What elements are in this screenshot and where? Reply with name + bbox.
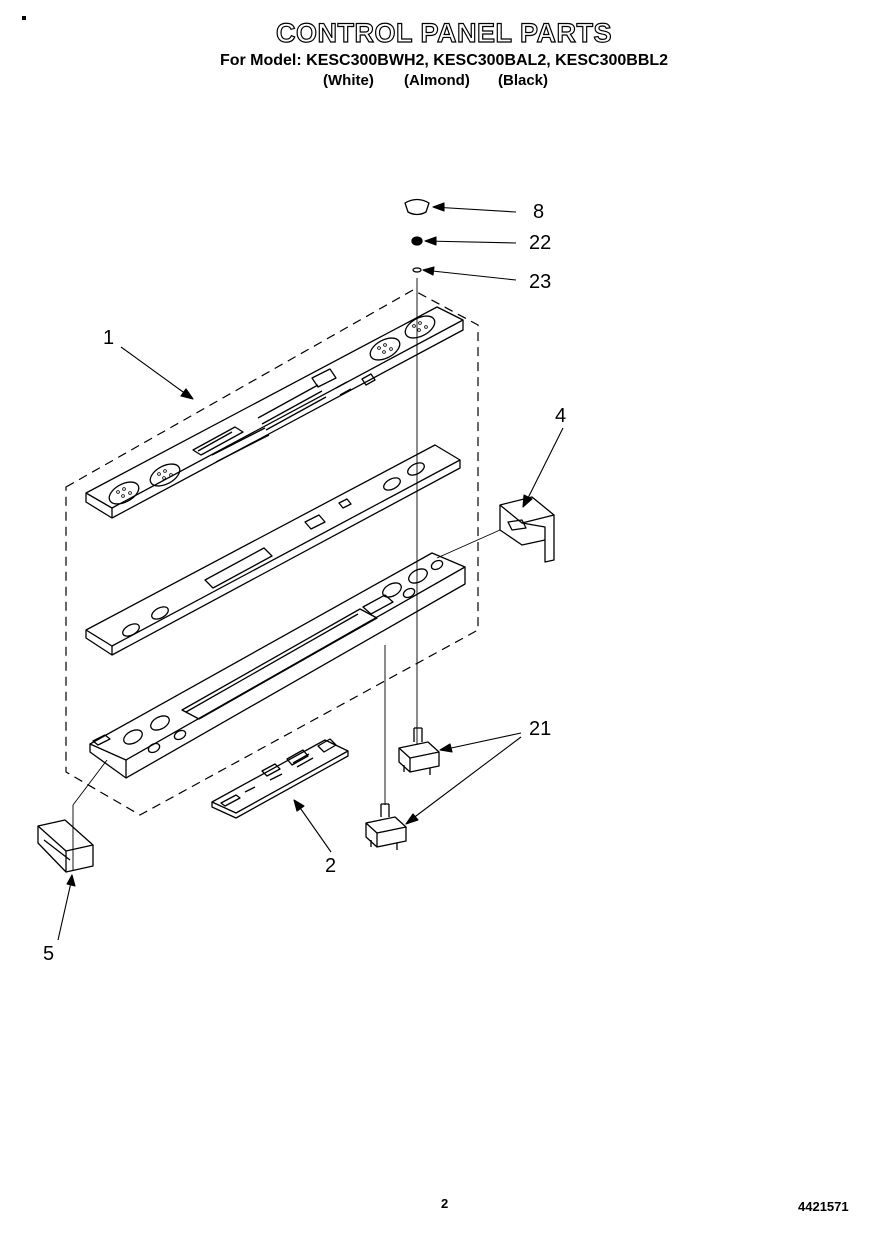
mask-panel	[85, 444, 461, 656]
corner-mark	[22, 16, 26, 20]
callout-23: 23	[529, 271, 552, 293]
page-title: CONTROL PANEL PARTS	[275, 17, 613, 48]
callout-8: 8	[533, 201, 545, 223]
end-cap-part-5	[37, 819, 94, 873]
console-panel	[89, 552, 466, 779]
switch-part-21-lower	[365, 803, 407, 850]
callout-2: 2	[325, 855, 337, 877]
callout-22: 22	[529, 232, 552, 254]
color-almond: (Almond)	[404, 72, 470, 89]
washer-part-23	[412, 267, 422, 273]
document-number: 4421571	[798, 1199, 849, 1214]
end-cap-part-4	[499, 496, 555, 563]
page-number: 2	[441, 1196, 449, 1211]
callout-21: 21	[529, 718, 552, 740]
callout-1: 1	[103, 327, 115, 349]
color-black: (Black)	[498, 72, 549, 89]
color-white: (White)	[323, 72, 374, 89]
assembly-boundary	[65, 289, 479, 816]
switch-part-21-upper	[398, 727, 440, 775]
model-line: For Model: KESC300BWH2, KESC300BAL2, KES…	[219, 52, 669, 69]
callout-5: 5	[43, 943, 55, 965]
knob-part-8	[404, 198, 430, 216]
callout-4: 4	[555, 405, 567, 427]
spring-part-22	[411, 236, 423, 246]
control-board-part-2	[211, 738, 349, 819]
overlay-panel-part-1	[85, 306, 464, 519]
